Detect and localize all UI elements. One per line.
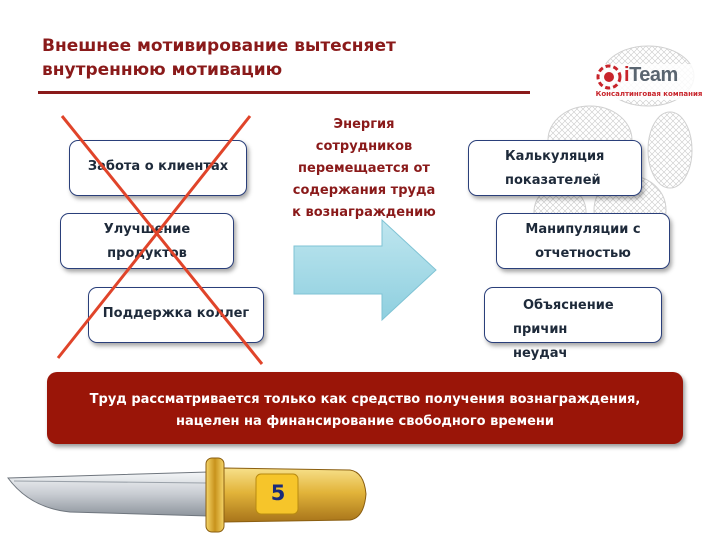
left-box-colleague-support: Поддержка коллег	[88, 287, 264, 343]
box-label: показателей	[505, 173, 601, 188]
box-label: Манипуляции с	[525, 222, 641, 237]
logo-name: iTeam	[624, 64, 678, 86]
box-label: Поддержка коллег	[102, 306, 250, 321]
title-line-1: Внешнее мотивирование вытесняет	[42, 36, 396, 56]
box-label: Калькуляция	[505, 149, 605, 164]
right-box-reporting-manipulation: Манипуляции с отчетностью	[496, 213, 670, 269]
conclusion-banner: Труд рассматривается только как средство…	[47, 372, 683, 444]
right-box-indicator-calculation: Калькуляция показателей	[468, 140, 642, 196]
energy-shift-text: Энергия сотрудников перемещается от соде…	[292, 117, 436, 220]
right-arrow-icon	[293, 218, 437, 322]
box-label: отчетностью	[535, 246, 631, 261]
page-title: Внешнее мотивирование вытесняет внутренн…	[42, 34, 462, 82]
box-label: Объяснение	[523, 298, 614, 313]
box-label: причин	[513, 322, 568, 337]
banner-line-2: нацелен на финансирование свободного вре…	[176, 414, 554, 429]
box-label: Улучшение	[103, 222, 191, 237]
badge-number: 5	[270, 481, 286, 505]
iteam-logo: iTeam Консалтинговая компания	[594, 64, 704, 100]
title-underline	[38, 91, 530, 94]
right-box-failure-explanation: Объяснение причин неудач	[484, 287, 662, 361]
left-box-product-improvement: Улучшение продуктов	[60, 213, 234, 269]
box-label: продуктов	[107, 246, 187, 261]
box-label: неудач	[513, 346, 568, 361]
knife-icon	[7, 457, 367, 533]
title-line-2: внутреннюю мотивацию	[42, 60, 283, 80]
logo-subtitle: Консалтинговая компания	[595, 90, 703, 98]
left-box-customer-care: Забота о клиентах	[69, 140, 247, 196]
banner-line-1: Труд рассматривается только как средство…	[89, 392, 641, 407]
box-label: Забота о клиентах	[87, 159, 229, 174]
iteam-logo-icon	[596, 64, 622, 90]
